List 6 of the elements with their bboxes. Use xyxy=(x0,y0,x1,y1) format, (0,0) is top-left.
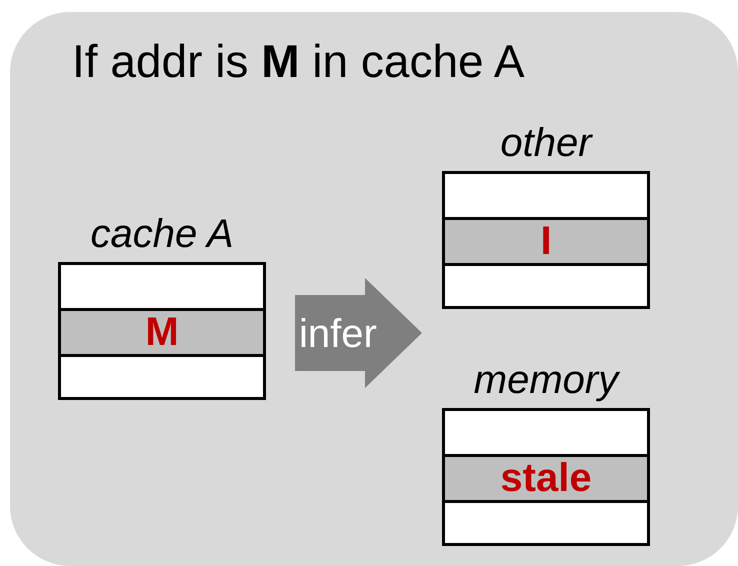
table-heading: memory xyxy=(472,358,621,403)
panel-title: If addr is M in cache A xyxy=(72,34,525,88)
arrow-label: infer xyxy=(299,312,377,357)
panel-background xyxy=(10,12,738,566)
table-heading: cache A xyxy=(89,212,235,257)
table-heading: other xyxy=(499,121,594,166)
